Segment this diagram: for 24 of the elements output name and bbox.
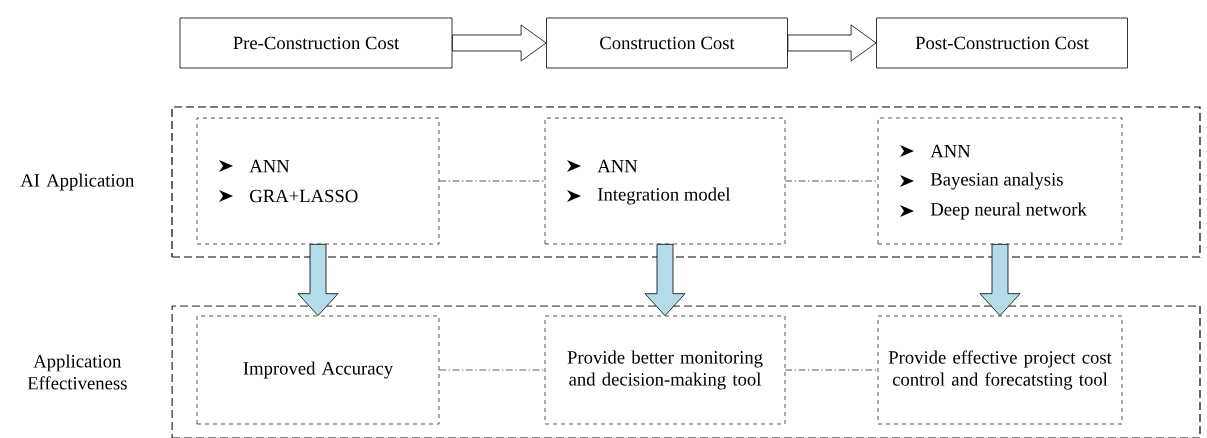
stage-box: Pre-Construction Cost (179, 17, 453, 69)
list-item: Integration model (597, 187, 731, 205)
block-arrow (787, 24, 877, 62)
list-item: ANN (597, 159, 638, 173)
block-arrow (452, 24, 547, 62)
row-heading: AI Application (20, 173, 135, 191)
list-item: GRA+LASSO (250, 189, 358, 203)
box-text: Provide effective project cost control and forecatsting tool (888, 350, 1112, 390)
dash-dot-line (439, 369, 545, 371)
stage-box: Construction Cost (546, 17, 788, 69)
dash-dot-line (439, 180, 545, 182)
list-item: Deep neural network (930, 202, 1087, 220)
list-item: Bayesian analysis (930, 172, 1063, 190)
down-arrow (644, 243, 686, 317)
list-item: ANN (930, 144, 971, 158)
dash-dot-line (785, 180, 878, 182)
row-heading: Application Effectiveness (27, 354, 127, 390)
down-arrow (297, 243, 339, 317)
box-text: Improved Accuracy (243, 361, 394, 379)
box-text: Provide better monitoring and decision-making tool (567, 350, 763, 390)
down-arrow (979, 243, 1021, 317)
list-item: ANN (249, 159, 290, 173)
dash-dot-line (785, 369, 878, 371)
stage-box: Post-Construction Cost (876, 17, 1128, 69)
